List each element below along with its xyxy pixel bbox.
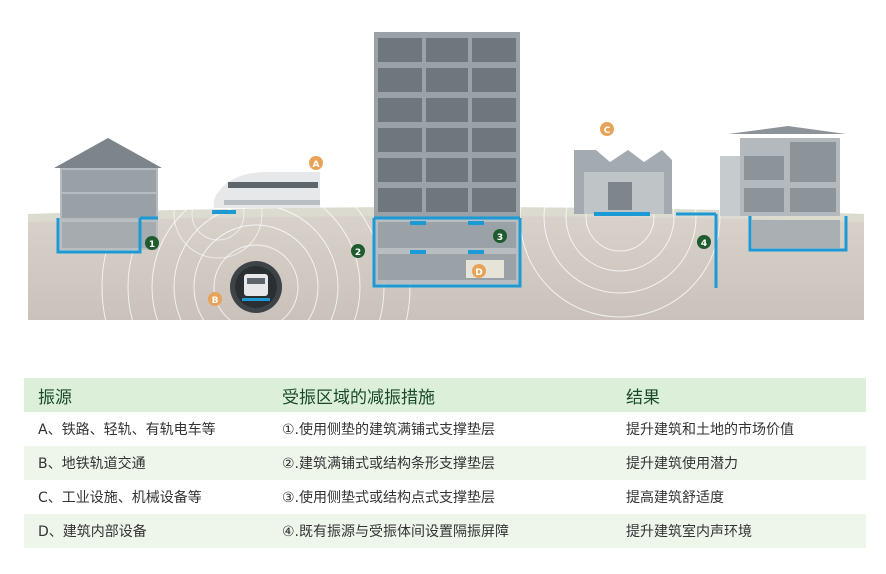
table-cell: ③.使用侧垫式或结构点式支撑垫层 (282, 490, 496, 506)
table-cell: 提高建筑舒适度 (626, 490, 724, 506)
train (212, 172, 320, 214)
badge-c: C (600, 122, 614, 136)
point-bearing-3 (410, 250, 426, 254)
svg-text:2: 2 (355, 248, 361, 258)
isolation-barrier (676, 212, 718, 288)
svg-text:B: B (212, 296, 219, 306)
svg-text:4: 4 (701, 239, 707, 249)
badge-a: A (309, 156, 323, 170)
table-cell: D、建筑内部设备 (24, 514, 268, 548)
train-isolation-pad (212, 210, 236, 214)
point-bearing-2 (468, 221, 484, 225)
table-cell: ②.建筑满铺式或结构条形支撑垫层 (268, 446, 612, 480)
point-bearing-4 (468, 250, 484, 254)
isolation-layer-2 (372, 218, 522, 288)
table-row: C、工业设施、机械设备等 ③.使用侧垫式或结构点式支撑垫层 提高建筑舒适度 (24, 480, 866, 514)
tunnel-isolation-pad (242, 298, 270, 301)
machine-isolation-pad (594, 212, 650, 216)
svg-text:1: 1 (149, 240, 155, 250)
badge-d: D (472, 264, 486, 278)
building-right (720, 126, 848, 252)
table-cell: B、地铁轨道交通 (24, 446, 268, 480)
vibration-waves-train (173, 169, 263, 259)
subway-tunnel (230, 261, 282, 313)
table-cell: 提升建筑室内声环境 (612, 514, 866, 548)
table-row: D、建筑内部设备 ④.既有振源与受振体间设置隔振屏障 提升建筑室内声环境 (24, 514, 866, 548)
table-cell: ①.使用侧垫的建筑满铺式支撑垫层 (282, 422, 496, 438)
table-row: B、地铁轨道交通 ②.建筑满铺式或结构条形支撑垫层 提升建筑使用潜力 (24, 446, 866, 480)
table-cell: ④.既有振源与受振体间设置隔振屏障 (268, 514, 612, 548)
svg-text:A: A (313, 160, 320, 170)
tall-building (372, 32, 522, 288)
badge-1: 1 (145, 236, 159, 250)
header-result: 结果 (612, 378, 866, 412)
badge-4: 4 (697, 235, 711, 249)
svg-text:D: D (475, 268, 482, 278)
house-left (54, 138, 162, 254)
svg-text:3: 3 (497, 233, 503, 243)
badge-3: 3 (493, 229, 507, 243)
factory (574, 150, 672, 216)
badge-b: B (208, 292, 222, 306)
table-cell: 提升建筑使用潜力 (612, 446, 866, 480)
table-cell: 提升建筑和土地的市场价值 (626, 422, 794, 438)
vibration-waves-factory (519, 116, 721, 318)
vibration-isolation-diagram: A B C D 1 2 3 4 (28, 32, 864, 320)
header-measures: 受振区域的减振措施 (268, 378, 612, 412)
table-cell: A、铁路、轻轨、有轨电车等 (38, 422, 216, 438)
point-bearing-1 (410, 221, 426, 225)
badge-2: 2 (351, 244, 365, 258)
table-cell: C、工业设施、机械设备等 (38, 490, 202, 506)
table-header-row: 振源 受振区域的减振措施 结果 (24, 378, 866, 412)
table-row: A、铁路、轻轨、有轨电车等 ①.使用侧垫的建筑满铺式支撑垫层 提升建筑和土地的市… (24, 412, 866, 446)
isolation-layer-4 (748, 216, 848, 252)
vibration-measures-table: 振源 受振区域的减振措施 结果 A、铁路、轻轨、有轨电车等 ①.使用侧垫的建筑满… (24, 378, 866, 548)
header-source: 振源 (24, 378, 268, 412)
svg-text:C: C (604, 126, 611, 136)
isolation-layer-1 (56, 218, 142, 254)
